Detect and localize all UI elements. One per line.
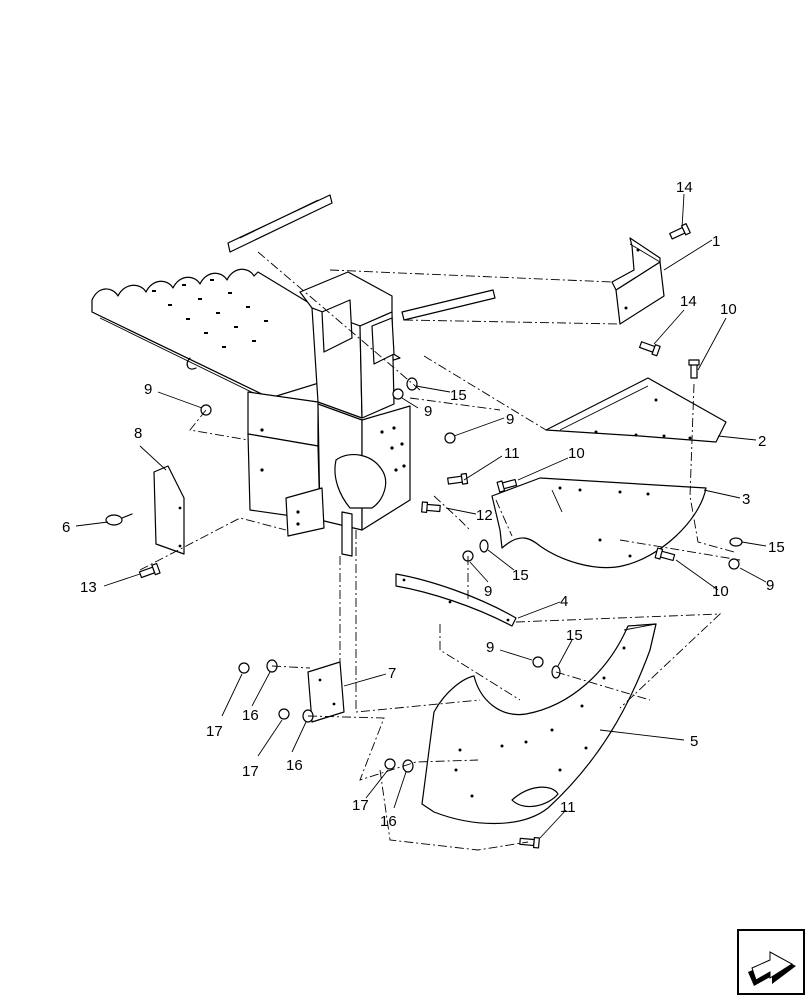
part-2-plate — [545, 377, 727, 443]
callout-2: 2 — [758, 433, 766, 450]
callout-10: 10 — [720, 301, 737, 318]
part-7-plate — [307, 661, 345, 723]
callout-9: 9 — [424, 403, 432, 420]
part-3-shield — [491, 477, 707, 569]
next-page-arrow-icon — [748, 951, 796, 986]
callout-9: 9 — [766, 577, 774, 594]
callout-9: 9 — [506, 411, 514, 428]
callout-15: 15 — [512, 567, 529, 584]
part-5-panel — [421, 623, 657, 825]
callout-1: 1 — [712, 233, 720, 250]
callout-16: 16 — [380, 813, 397, 830]
callout-15: 15 — [566, 627, 583, 644]
callout-16: 16 — [242, 707, 259, 724]
callout-labels: 14 1 14 10 9 15 9 2 9 8 11 10 3 6 12 15 … — [62, 179, 785, 830]
leader-lines — [75, 193, 767, 839]
callout-15: 15 — [768, 539, 785, 556]
part-8-cover — [153, 465, 185, 555]
callout-8: 8 — [134, 425, 142, 442]
callout-10: 10 — [568, 445, 585, 462]
callout-14: 14 — [676, 179, 693, 196]
callout-17: 17 — [242, 763, 259, 780]
hardware — [105, 223, 743, 849]
callout-9: 9 — [484, 583, 492, 600]
callout-17: 17 — [206, 723, 223, 740]
main-frame-assembly — [91, 194, 496, 557]
callout-7: 7 — [388, 665, 396, 682]
callout-9: 9 — [486, 639, 494, 656]
part-1-bracket — [611, 237, 665, 325]
callout-9: 9 — [144, 381, 152, 398]
callout-12: 12 — [476, 507, 493, 524]
callout-10: 10 — [712, 583, 729, 600]
callout-6: 6 — [62, 519, 70, 536]
callout-16: 16 — [286, 757, 303, 774]
callout-5: 5 — [690, 733, 698, 750]
callout-14: 14 — [680, 293, 697, 310]
callout-11: 11 — [560, 799, 576, 816]
callout-3: 3 — [742, 491, 750, 508]
callout-17: 17 — [352, 797, 369, 814]
callout-4: 4 — [560, 593, 568, 610]
next-page-arrow-button[interactable] — [737, 929, 805, 995]
assembly-lines — [139, 251, 741, 851]
callout-11: 11 — [504, 445, 520, 462]
callout-15: 15 — [450, 387, 467, 404]
part-4-strap — [395, 573, 517, 627]
callout-13: 13 — [80, 579, 97, 596]
